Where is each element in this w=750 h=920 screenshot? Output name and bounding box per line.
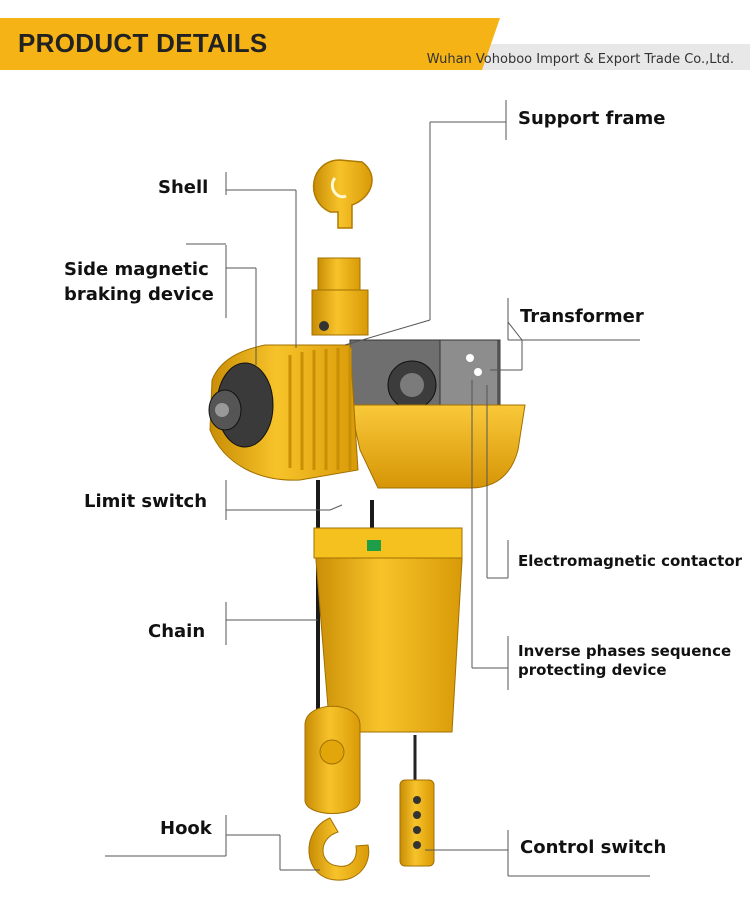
control-pendant xyxy=(399,735,435,867)
label-limit-switch: Limit switch xyxy=(84,491,208,512)
top-hook xyxy=(311,159,373,336)
bottom-hook xyxy=(304,705,370,881)
label-electromagnetic-contactor: Electromagnetic contactor xyxy=(518,552,743,570)
page-title: PRODUCT DETAILS xyxy=(18,28,268,58)
label-support-frame: Support frame xyxy=(518,108,666,129)
label-side-magnetic-line2: braking device xyxy=(64,284,214,305)
label-shell: Shell xyxy=(158,177,209,198)
label-inverse-line1: Inverse phases sequence xyxy=(518,642,732,660)
header-banner: PRODUCT DETAILS Wuhan Vohoboo Import & E… xyxy=(0,0,750,80)
label-side-magnetic-line1: Side magnetic xyxy=(64,259,209,280)
support-frame-box xyxy=(349,339,501,411)
label-inverse-line2: protecting device xyxy=(518,661,667,679)
label-hook: Hook xyxy=(160,818,212,839)
company-name: Wuhan Vohoboo Import & Export Trade Co.,… xyxy=(426,52,734,67)
motor-shell xyxy=(208,344,359,481)
label-transformer: Transformer xyxy=(520,306,644,327)
chain xyxy=(316,480,374,720)
body-tray xyxy=(349,404,526,489)
chain-bag xyxy=(313,527,463,733)
label-control-switch: Control switch xyxy=(520,837,667,858)
banner-shapes xyxy=(0,18,750,70)
label-chain: Chain xyxy=(148,621,206,642)
